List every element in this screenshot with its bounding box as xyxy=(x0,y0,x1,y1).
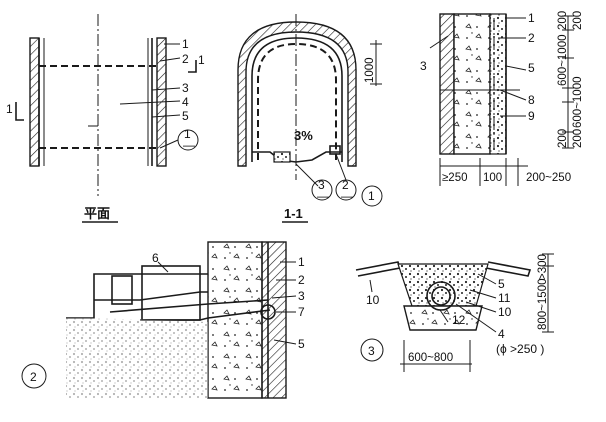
detail3-dim-600-800: 600~800 xyxy=(408,352,453,364)
section-title: 1-1 xyxy=(284,206,303,221)
detail3-pipe-inner xyxy=(431,286,451,306)
detail2-lining xyxy=(207,241,263,399)
detail3-label-12: 12 xyxy=(452,313,466,327)
detail1-dim-v5: 600~1000 xyxy=(572,77,584,129)
detail3-pipe-outer xyxy=(426,281,456,311)
plan-section-mark-left: 1 xyxy=(6,102,24,121)
detail-2: 6 1 2 3 7 5 2 xyxy=(21,241,305,399)
plan-detail-ref-sheet: — xyxy=(183,138,195,152)
svg-text:2: 2 xyxy=(342,178,349,192)
detail1-drain-layer xyxy=(489,13,507,155)
detail3-trench xyxy=(397,263,489,307)
detail3-label-11: 11 xyxy=(498,291,511,305)
detail1-dim-v1: 200 xyxy=(557,11,569,30)
plan-detail-ref-number: 1 xyxy=(184,127,191,141)
detail2-pipe xyxy=(260,304,276,320)
plan-title: 平面 xyxy=(84,207,110,222)
plan-label-4: 4 xyxy=(182,95,189,109)
detail-1: 1 2 3 5 8 9 200 600~1000 200 200 600~100… xyxy=(420,11,584,186)
svg-text:—: — xyxy=(341,189,353,203)
detail3-base xyxy=(403,305,483,331)
tunnel-lining xyxy=(237,21,357,167)
detail2-label-7: 7 xyxy=(298,305,305,319)
detail3-label-5: 5 xyxy=(498,277,505,291)
section-dim-1000: 1000 xyxy=(364,57,376,83)
detail3-dim-800-1500: 800~1500 xyxy=(537,279,549,331)
detail2-label-3: 3 xyxy=(298,289,305,303)
detail1-label-8: 8 xyxy=(528,93,535,107)
detail3-ref: 3 xyxy=(368,344,375,358)
plan-label-2: 2 xyxy=(182,52,189,66)
detail1-rock xyxy=(439,13,455,155)
plan-view: 1 1 1 2 3 4 5 1 — 平面 xyxy=(6,14,205,223)
plan-section-number-left: 1 xyxy=(6,102,13,116)
detail2-label-1: 1 xyxy=(298,255,305,269)
section-view: 3% 1000 3 — 2 — 1 1-1 xyxy=(237,14,383,223)
plan-label-5: 5 xyxy=(182,109,189,123)
detail3-pipe-note: (ϕ >250 ) xyxy=(496,342,544,356)
plan-label-1: 1 xyxy=(182,37,189,51)
detail1-label-3: 3 xyxy=(420,59,427,73)
plan-section-mark-right: 1 xyxy=(188,53,205,73)
detail2-ground xyxy=(66,318,208,398)
detail1-dim-h3: 200~250 xyxy=(526,172,571,184)
svg-text:—: — xyxy=(317,189,329,203)
plan-left-wall xyxy=(29,37,40,167)
section-ref-3: 3 — xyxy=(295,163,333,203)
detail1-dim-v6: 200 xyxy=(572,129,584,148)
detail1-dim-v2: 600~1000 xyxy=(557,35,569,87)
detail2-small-box xyxy=(111,275,133,305)
detail1-dim-v3: 200 xyxy=(572,11,584,30)
detail1-dim-v4: 200 xyxy=(557,129,569,148)
detail3-label-4: 4 xyxy=(498,327,505,341)
detail1-dim-h1: ≥250 xyxy=(442,172,468,184)
section-ref-1: 1 xyxy=(361,185,383,207)
detail3-label-10-left: 10 xyxy=(366,293,380,307)
plan-section-number-right: 1 xyxy=(198,53,205,67)
detail2-label-2: 2 xyxy=(298,273,305,287)
detail1-label-1: 1 xyxy=(528,11,535,25)
detail3-dim-300: >300 xyxy=(537,254,549,280)
detail3-label-10-right: 10 xyxy=(498,305,512,319)
svg-text:1: 1 xyxy=(368,189,375,203)
detail1-label-9: 9 xyxy=(528,109,535,123)
detail-3: 10 5 11 10 12 4 (ϕ >250 ) >300 800~1500 … xyxy=(355,253,554,372)
svg-text:3: 3 xyxy=(318,178,325,192)
section-ref-2: 2 — xyxy=(335,153,357,203)
detail2-rock xyxy=(261,241,287,399)
detail2-label-5: 5 xyxy=(298,337,305,351)
detail1-label-2: 2 xyxy=(528,31,535,45)
section-slope: 3% xyxy=(294,128,313,143)
plan-label-3: 3 xyxy=(182,81,189,95)
detail1-dim-h2: 100 xyxy=(483,172,502,184)
detail2-label-6: 6 xyxy=(152,251,159,265)
detail2-ref: 2 xyxy=(30,370,37,384)
detail1-lining xyxy=(453,13,491,155)
plan-detail-ref: 1 — xyxy=(159,127,199,152)
detail1-label-5: 5 xyxy=(528,61,535,75)
